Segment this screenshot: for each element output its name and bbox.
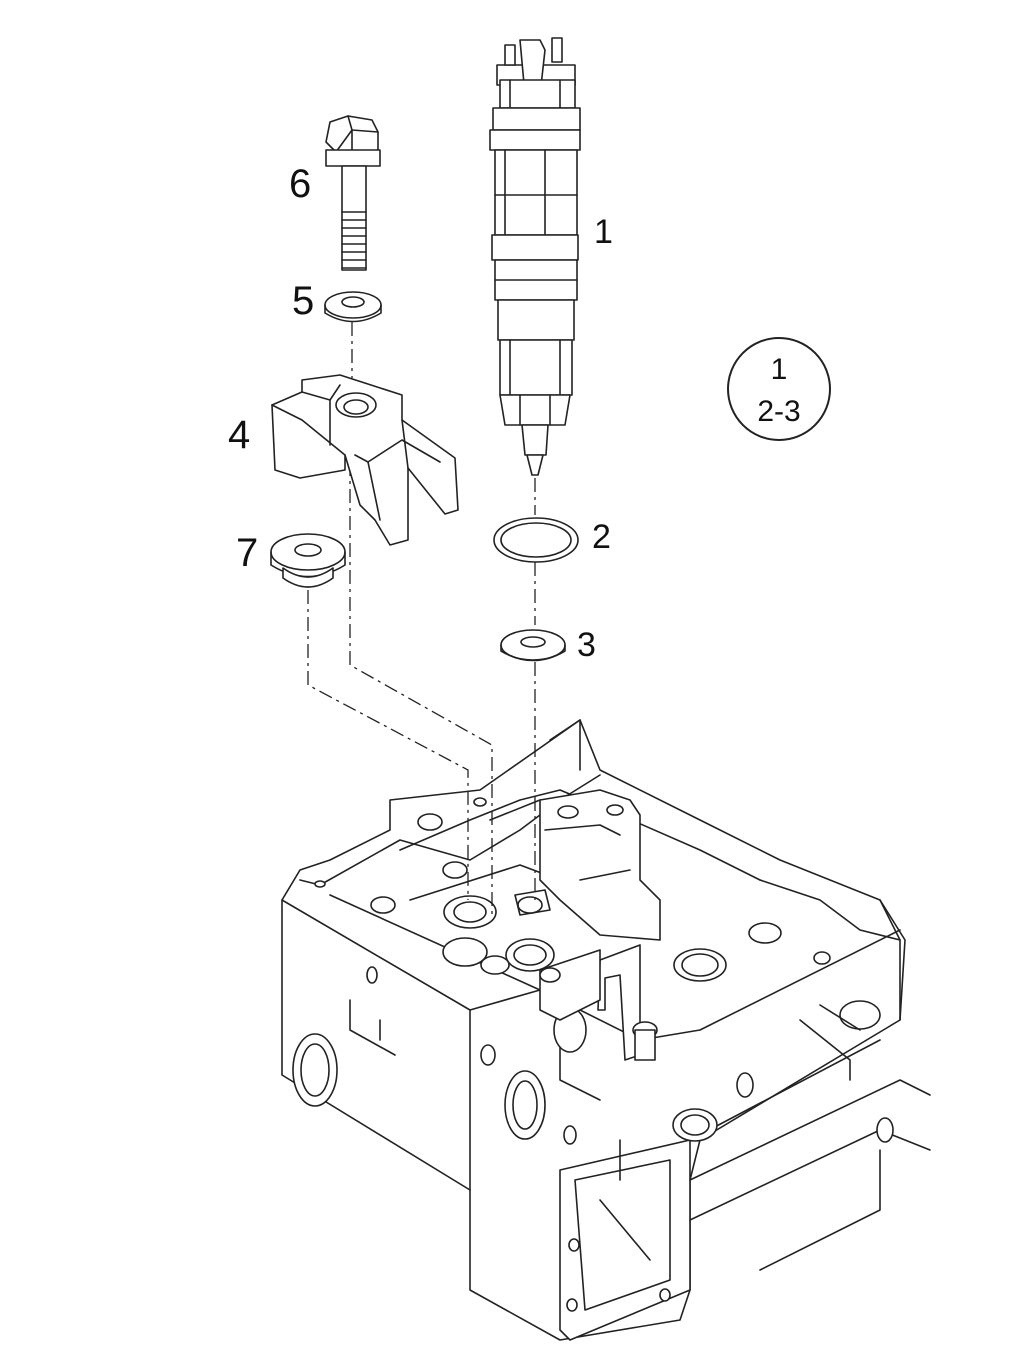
assembly-centerlines	[307, 322, 536, 915]
callout-1: 1	[594, 213, 613, 251]
injector-part-1	[489, 37, 581, 476]
callout-6: 6	[289, 162, 312, 206]
o-ring-part-2	[493, 517, 579, 563]
cylinder-head	[281, 719, 931, 1341]
callout-7: 7	[236, 531, 259, 575]
badge-top-text: 1	[770, 353, 788, 386]
washer-part-5	[324, 291, 382, 323]
reference-badge: 1 2-3	[727, 337, 831, 441]
callout-5: 5	[292, 279, 315, 323]
seal-washer-part-3	[500, 629, 566, 662]
plug-part-7	[270, 533, 346, 588]
clamp-part-4	[271, 374, 459, 546]
badge-bottom-text: 2-3	[757, 395, 801, 428]
bolt-part-6	[325, 115, 381, 271]
callout-4: 4	[228, 413, 251, 457]
callout-2: 2	[592, 518, 611, 556]
callout-3: 3	[577, 626, 596, 664]
